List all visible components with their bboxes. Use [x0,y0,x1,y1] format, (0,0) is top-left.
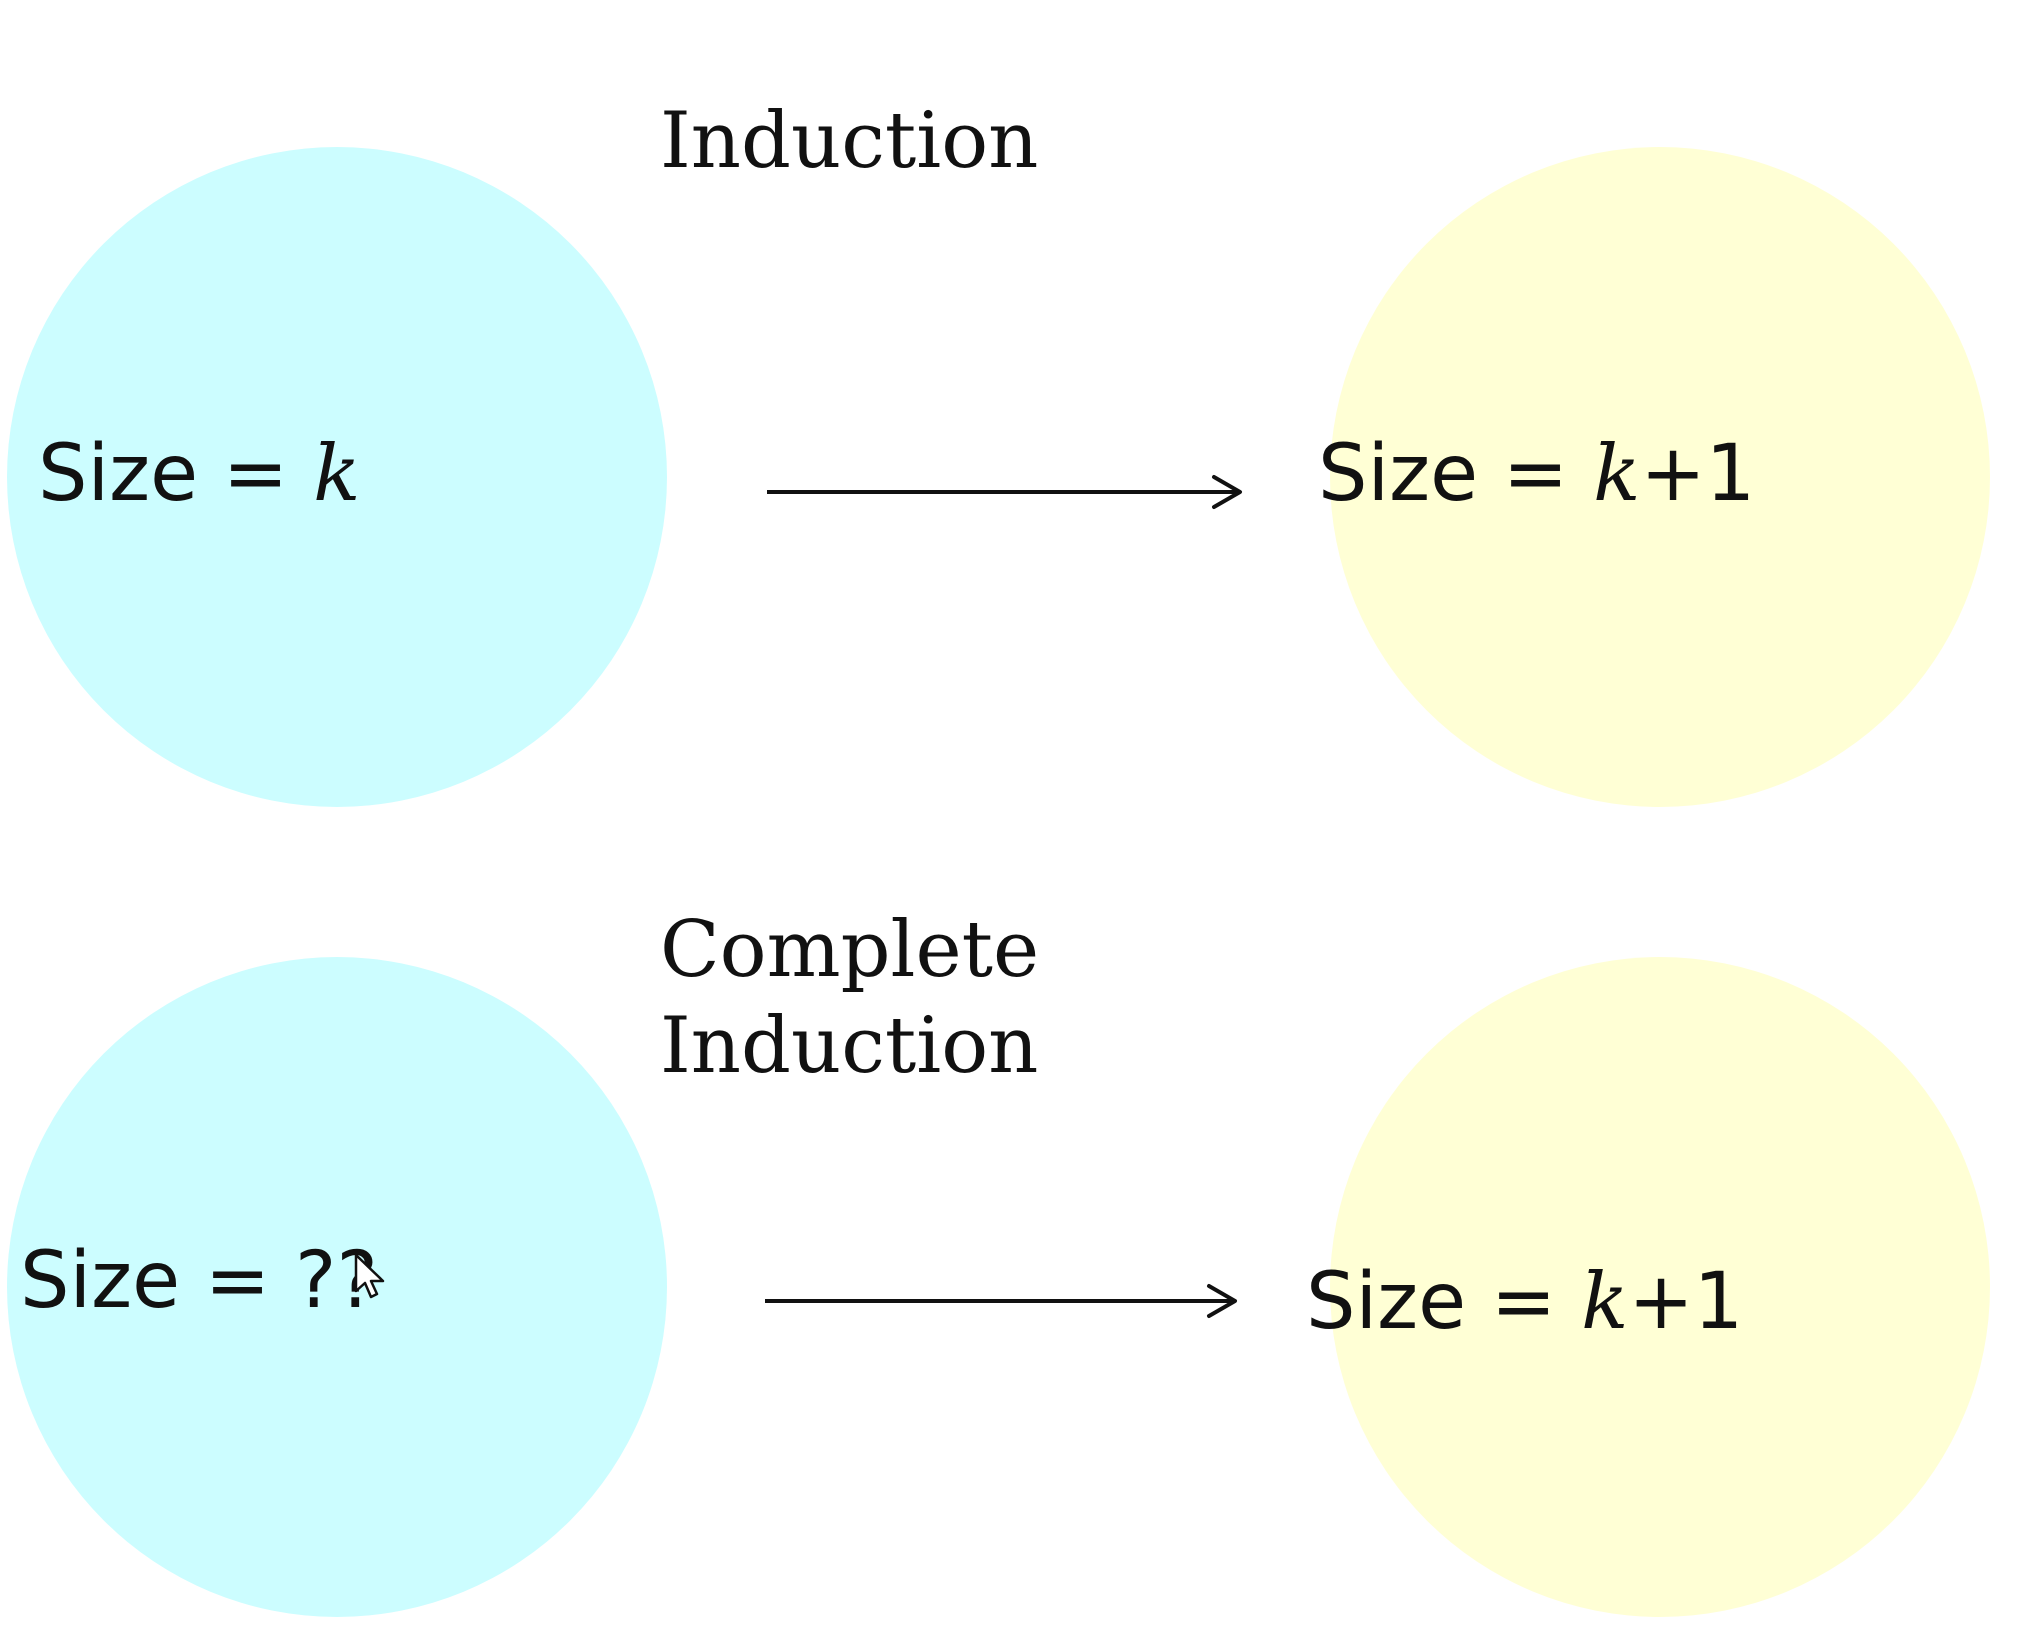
complete-induction-step-label-variable: k [1581,1257,1628,1347]
complete-induction-step-circle [1330,957,1990,1617]
complete-induction-base-circle [7,957,667,1617]
induction-step-label: Size = k+1 [1318,429,1755,519]
induction-arrow [767,475,1242,509]
induction-base-label: Size = k [38,429,360,519]
induction-title: Induction [660,96,1038,186]
induction-base-label-prefix: Size = [38,429,313,519]
induction-base-circle [7,147,667,807]
induction-row: Induction Size = k Size = k+1 [7,96,1990,807]
induction-base-label-variable: k [313,429,360,519]
complete-induction-row: Complete Induction Size = ?? Size = k+1 [7,905,1990,1617]
complete-induction-title-line1: Complete [660,905,1039,995]
complete-induction-step-label-suffix: +1 [1628,1257,1743,1347]
complete-induction-step-label-prefix: Size = [1306,1257,1581,1347]
induction-step-circle [1330,147,1990,807]
complete-induction-title-line2: Induction [660,1001,1038,1091]
complete-induction-step-label: Size = k+1 [1306,1257,1743,1347]
mouse-pointer-icon [354,1253,385,1299]
induction-step-label-prefix: Size = [1318,429,1593,519]
induction-step-label-variable: k [1593,429,1640,519]
complete-induction-base-label: Size = ?? [20,1236,378,1326]
induction-step-label-suffix: +1 [1640,429,1755,519]
complete-induction-arrow [765,1284,1237,1318]
